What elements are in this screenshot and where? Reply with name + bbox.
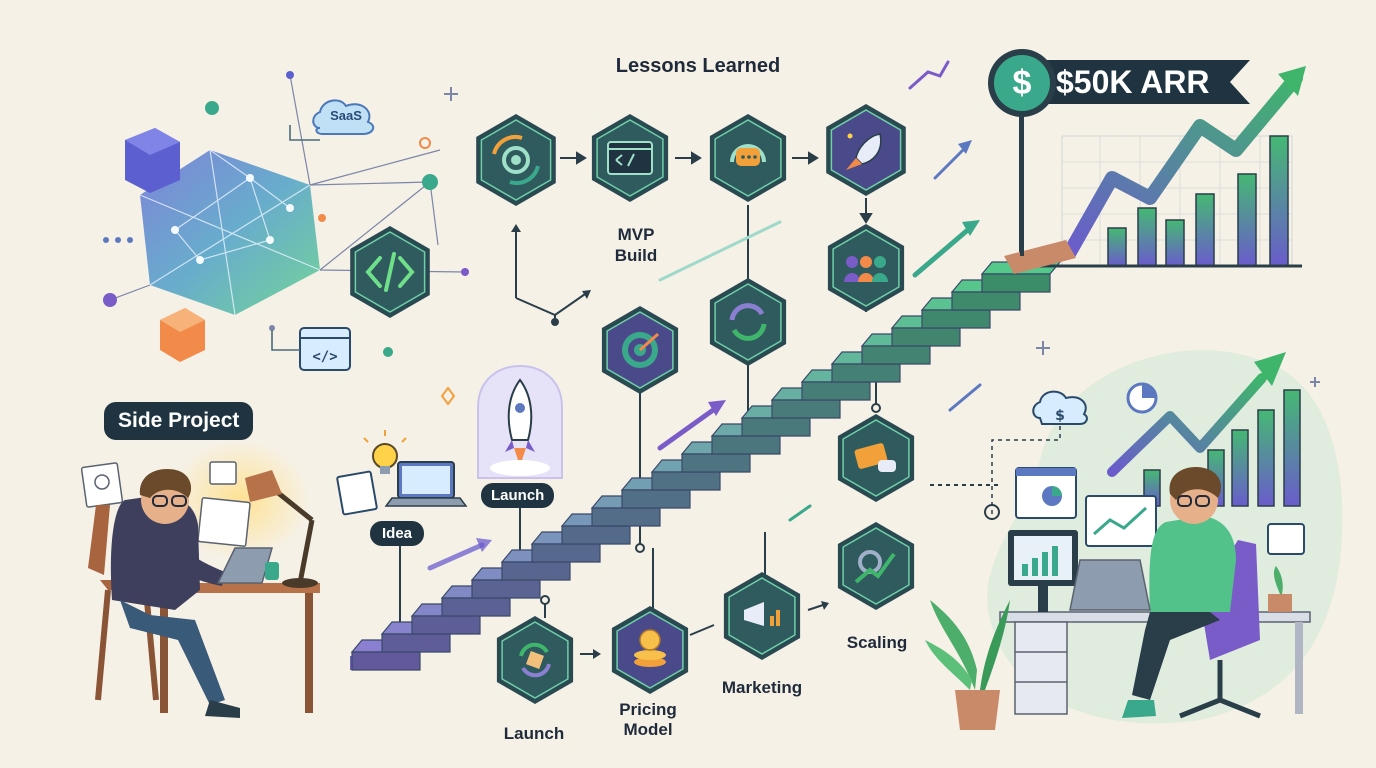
side-project-scene — [80, 440, 320, 718]
arr-sign — [988, 49, 1250, 256]
rocket-icon — [826, 104, 906, 196]
target-icon — [601, 306, 679, 394]
launch-badge — [477, 364, 563, 479]
svg-text:</>: </> — [312, 349, 337, 365]
code-tag-icon — [350, 226, 430, 318]
side-project-badge: Side Project — [104, 402, 254, 440]
arr-sign-label: $50K ARR — [1056, 64, 1210, 100]
saas-cloud-label: SaaS — [330, 108, 362, 123]
network-cube: </> — [103, 71, 469, 371]
megaphone-icon — [723, 572, 801, 660]
step-label-mvp-build: MVP Build — [614, 225, 658, 265]
refresh-icon — [709, 278, 787, 366]
trend-arrows — [427, 60, 982, 571]
arr-currency-icon: $ — [1012, 64, 1032, 102]
step-label-marketing: Marketing — [721, 678, 803, 697]
launch-box-icon — [496, 616, 574, 704]
page-title: Lessons Learned — [615, 55, 781, 77]
step-label-launch-top: Launch — [481, 483, 555, 508]
support-headset-icon — [709, 114, 787, 202]
step-label-pricing-model: Pricing Model — [619, 700, 677, 739]
code-window-icon — [591, 114, 669, 202]
ticket-chat-icon — [837, 414, 915, 502]
growth-gear-icon — [837, 522, 915, 610]
team-icon — [827, 224, 905, 312]
idea-illustration — [336, 430, 468, 516]
svg-text:$: $ — [1055, 408, 1065, 424]
arr-chart — [1004, 66, 1306, 274]
step-label-scaling: Scaling — [846, 633, 908, 652]
step-label-idea: Idea — [370, 521, 425, 546]
gear-cycle-icon — [476, 114, 556, 206]
coins-icon — [611, 606, 689, 694]
hexagon-nodes — [350, 104, 915, 704]
step-label-launch-bottom: Launch — [503, 724, 565, 743]
staircase — [350, 261, 1062, 671]
scaled-business-scene: $ — [925, 352, 1311, 730]
sparkles — [444, 87, 1320, 387]
